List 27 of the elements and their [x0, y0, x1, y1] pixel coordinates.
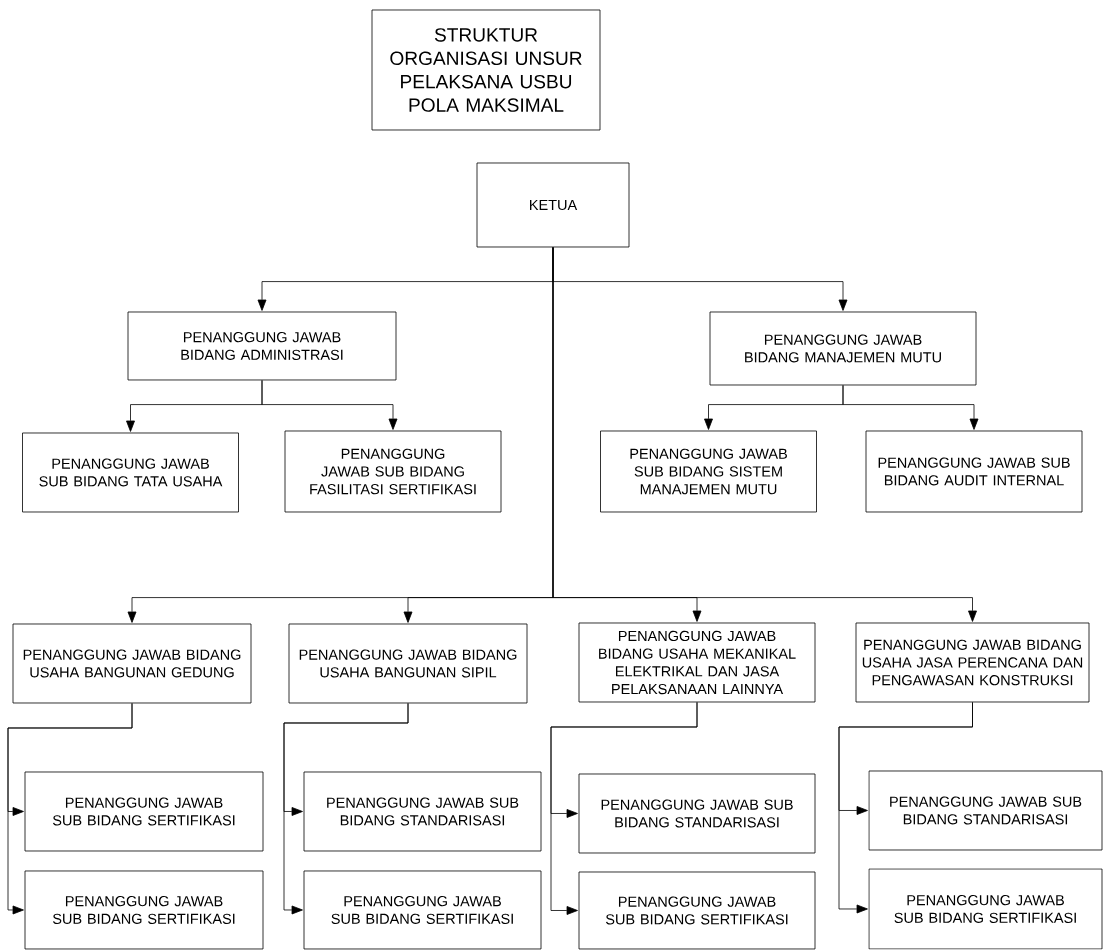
org-box: PENANGGUNG JAWAB SUB BIDANG STANDARISASI — [303, 771, 542, 852]
arrow — [552, 247, 977, 622]
org-box: PENANGGUNG JAWAB BIDANG USAHA BANGUNAN GEDUNG — [12, 623, 252, 704]
org-box: PENANGGUNG JAWAB SUB BIDANG AUDIT INTERNAL — [865, 430, 1083, 513]
arrow — [261, 380, 398, 430]
arrow — [838, 702, 973, 914]
org-box: PENANGGUNG JAWAB SUB BIDANG SERTIFIKASI — [303, 870, 542, 950]
org-box: PENANGGUNG JAWAB SUB BIDANG SERTIFIKASI — [578, 871, 816, 950]
org-box: PENANGGUNG JAWAB SUB BIDANG SERTIFIKASI — [868, 868, 1103, 950]
org-box: PENANGGUNG JAWAB SUB BIDANG SERTIFIKASI — [24, 870, 264, 950]
org-box: PENANGGUNG JAWAB SUB BIDANG SISTEM MANAJEMEN MUTU — [600, 430, 817, 513]
org-box: KETUA — [476, 162, 630, 248]
org-box: PENANGGUNG JAWAB BIDANG USAHA BANGUNAN SIPIL — [288, 623, 528, 704]
arrow — [842, 385, 979, 430]
org-box: PENANGGUNG JAWAB SUB BIDANG STANDARISASI — [578, 773, 816, 854]
org-box: PENANGGUNG JAWAB SUB BIDANG STANDARISASI — [868, 770, 1103, 851]
arrow — [283, 703, 409, 915]
arrow — [550, 702, 698, 915]
org-box: PENANGGUNG JAWAB BIDANG USAHA MEKANIKAL ELEKTRIKAL DAN JASA PELAKSANAAN LAINNYA — [578, 622, 816, 703]
arrow — [7, 703, 133, 915]
title-box: STRUKTUR ORGANISASI UNSUR PELAKSANA USBU POLA MAKSIMAL — [371, 9, 601, 131]
org-box: PENANGGUNG JAWAB SUB BIDANG SERTIFIKASI — [24, 771, 264, 852]
org-box: PENANGGUNG JAWAB BIDANG MANAJEMEN MUTU — [709, 311, 977, 386]
org-box: PENANGGUNG JAWAB BIDANG USAHA JASA PERENCANA DAN PENGAWASAN KONSTRUKSI — [855, 622, 1090, 703]
org-box: PENANGGUNG JAWAB SUB BIDANG FASILITASI SERTIFIKASI — [284, 430, 502, 513]
org-box: PENANGGUNG JAWAB BIDANG ADMINISTRASI — [127, 311, 397, 381]
org-box: PENANGGUNG JAWAB SUB BIDANG TATA USAHA — [22, 432, 239, 513]
